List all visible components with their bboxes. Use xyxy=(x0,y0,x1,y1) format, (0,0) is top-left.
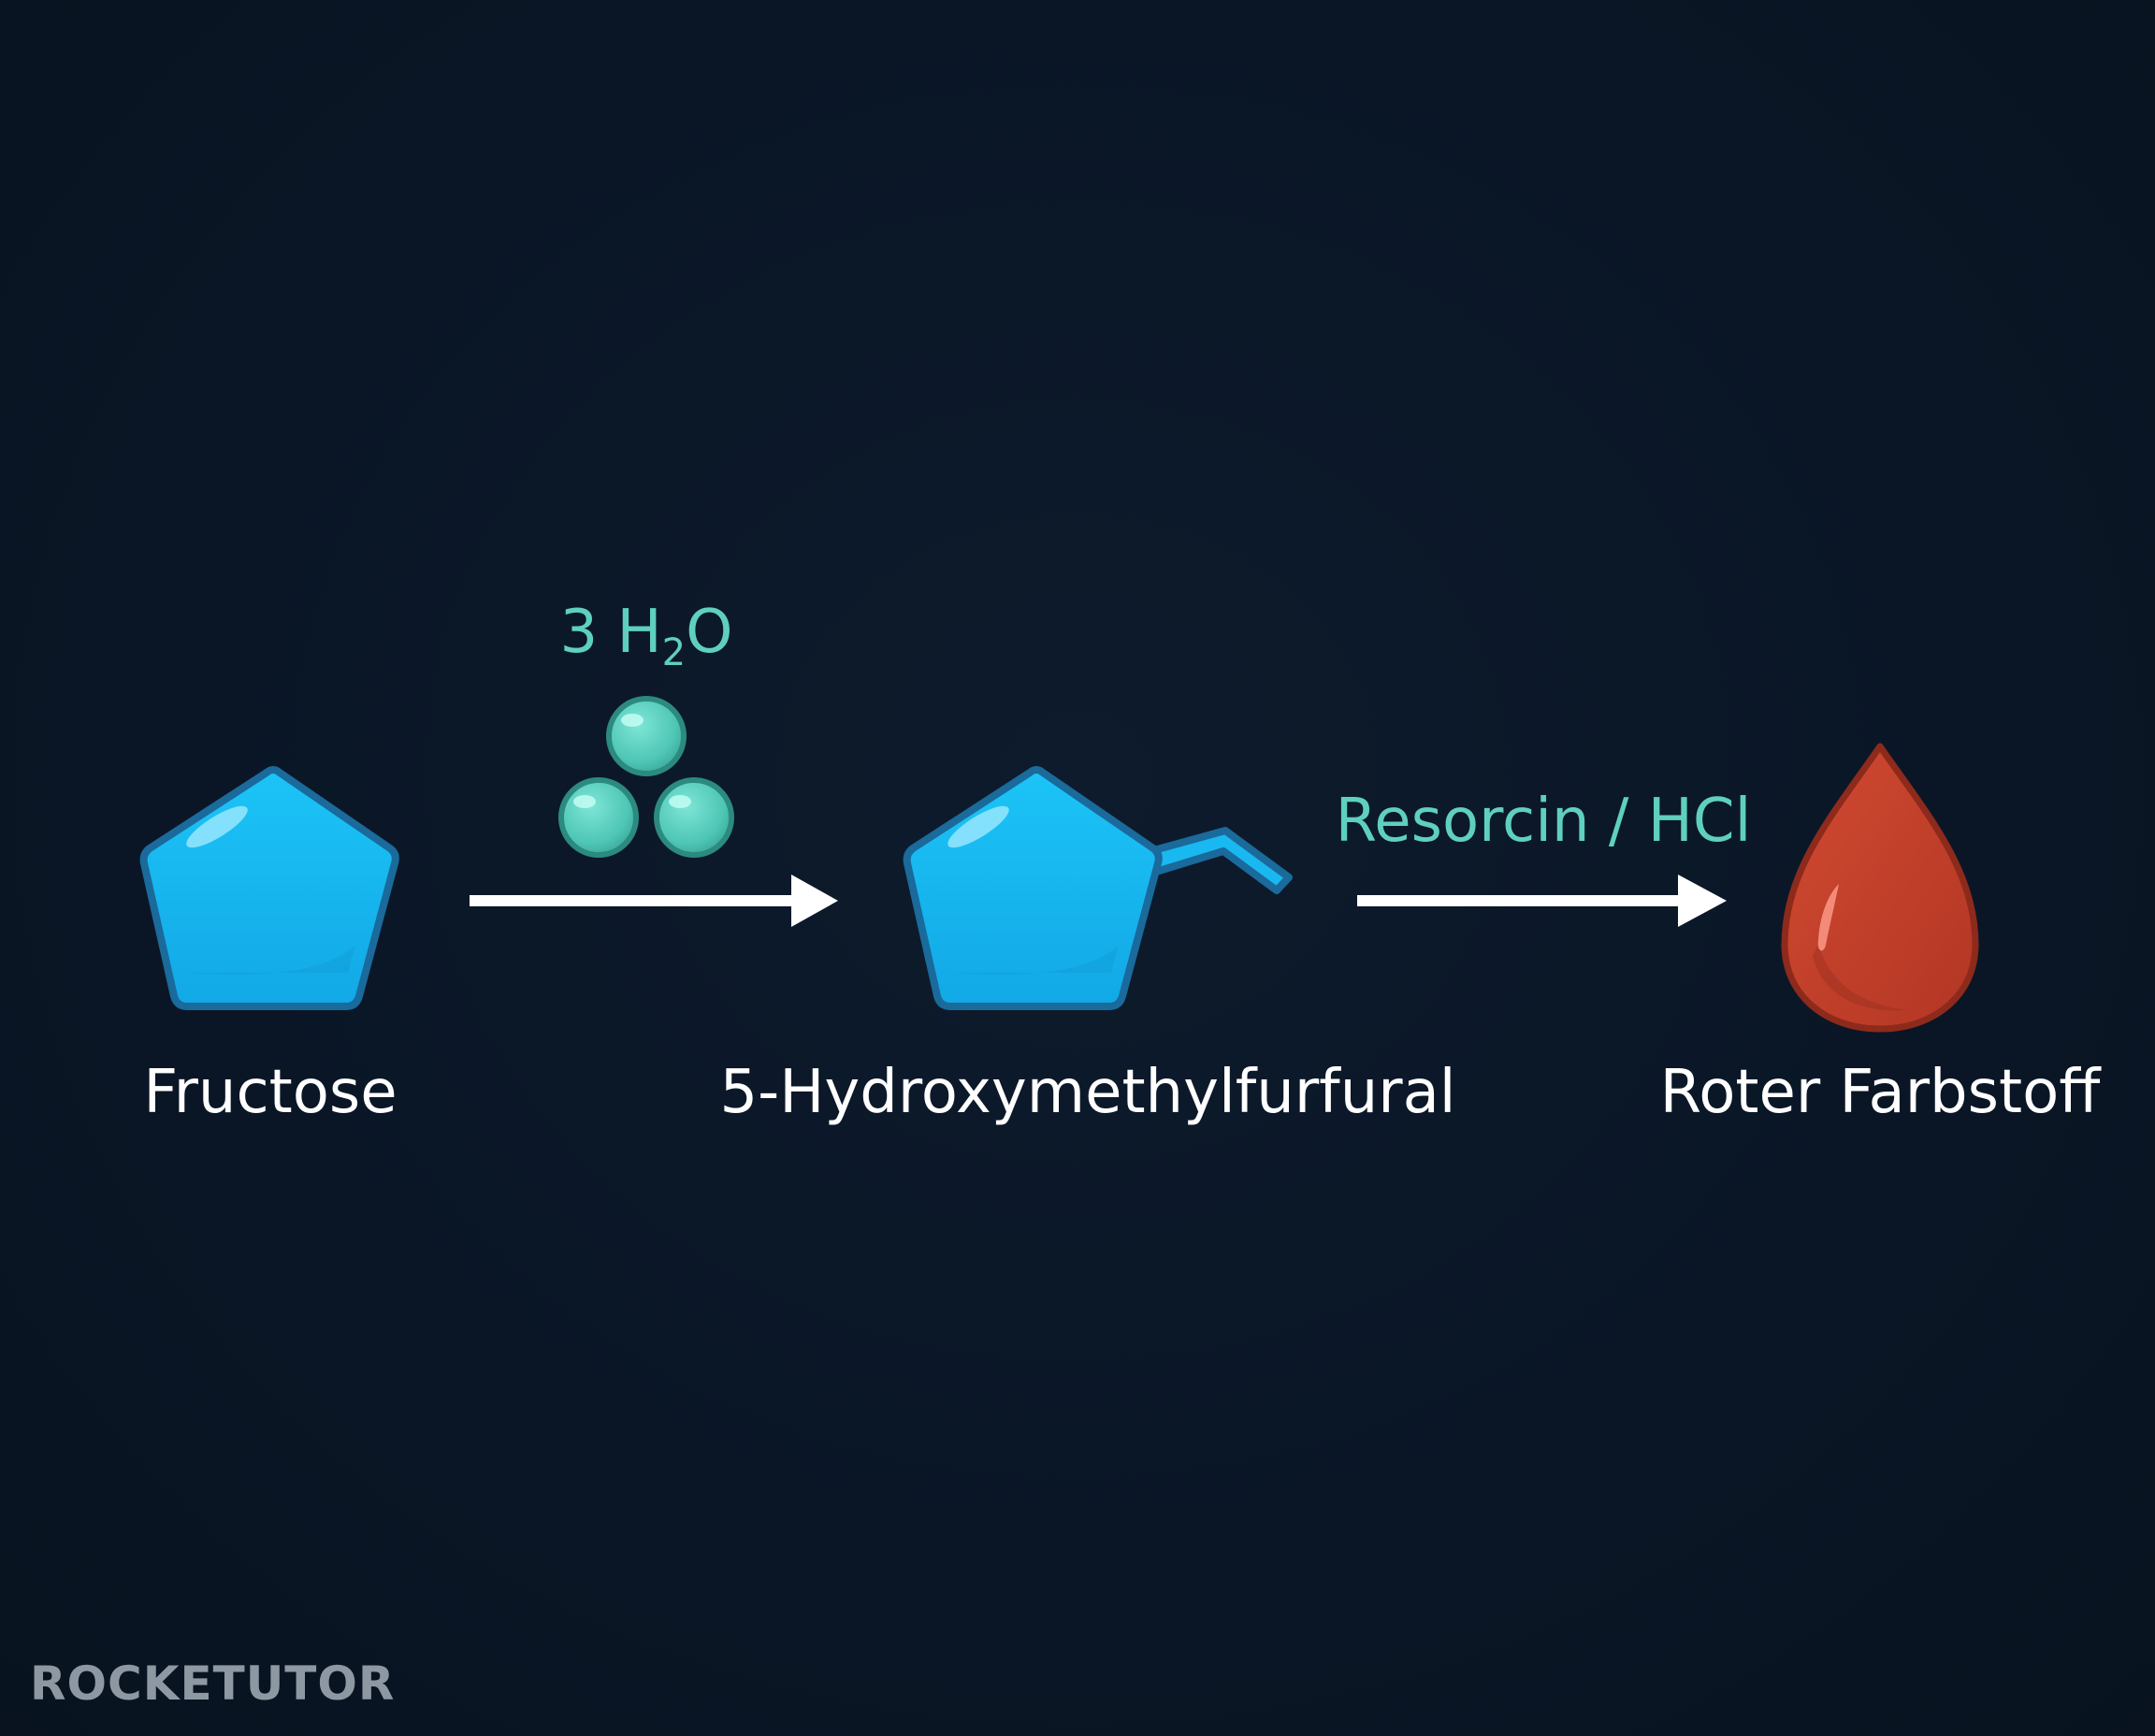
brand-logo: ROCKETUTOR xyxy=(30,1656,396,1711)
label-fructose: Fructose xyxy=(143,1058,398,1127)
reaction-arrow-2 xyxy=(1357,875,1727,927)
reagent-label-water: 3 H2O xyxy=(559,595,733,672)
reagent-water-suffix: O xyxy=(686,598,733,667)
red-drop-icon xyxy=(1781,743,1979,1033)
reagent-label-resorcin: Resorcin / HCl xyxy=(1335,787,1752,856)
label-dye: Roter Farbstoff xyxy=(1659,1058,2101,1127)
fructose-icon xyxy=(139,766,399,1010)
label-hmf: 5-Hydroxymethylfurfural xyxy=(719,1058,1456,1127)
reagent-water-subscript: 2 xyxy=(661,631,687,674)
reagent-water-prefix: 3 H xyxy=(559,598,662,667)
reaction-arrow-1 xyxy=(470,875,838,927)
water-molecules-icon xyxy=(558,696,734,858)
hmf-icon xyxy=(903,766,1293,1010)
